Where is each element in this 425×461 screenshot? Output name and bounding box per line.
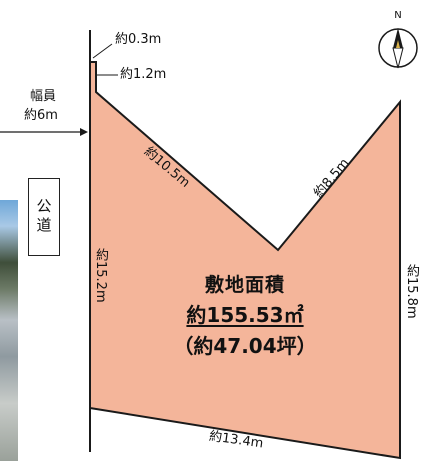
area-value: 約155.53㎡ <box>186 303 304 327</box>
lot-shape <box>89 61 401 460</box>
area-block: 敷地面積 約155.53㎡ （約47.04坪） <box>160 270 330 359</box>
road-width-title: 幅員 <box>30 89 57 104</box>
street-photo <box>0 200 18 461</box>
dim-notch: 約1.2m <box>120 67 167 82</box>
dim-right-side: 約15.8m <box>403 264 419 319</box>
road-box: 公道 <box>28 178 60 256</box>
dim-left-side: 約15.2m <box>92 248 108 303</box>
area-tsubo: （約47.04坪） <box>173 334 317 358</box>
road-width-value: 約6m <box>24 108 58 123</box>
area-title: 敷地面積 <box>204 274 285 296</box>
leader-top-offset <box>92 43 113 59</box>
road-label: 公道 <box>34 198 53 236</box>
dim-top-offset: 約0.3m <box>115 32 162 47</box>
compass-north-label: N <box>394 10 401 21</box>
road-width-arrowhead <box>80 128 88 136</box>
north-compass-icon: N <box>376 6 420 72</box>
